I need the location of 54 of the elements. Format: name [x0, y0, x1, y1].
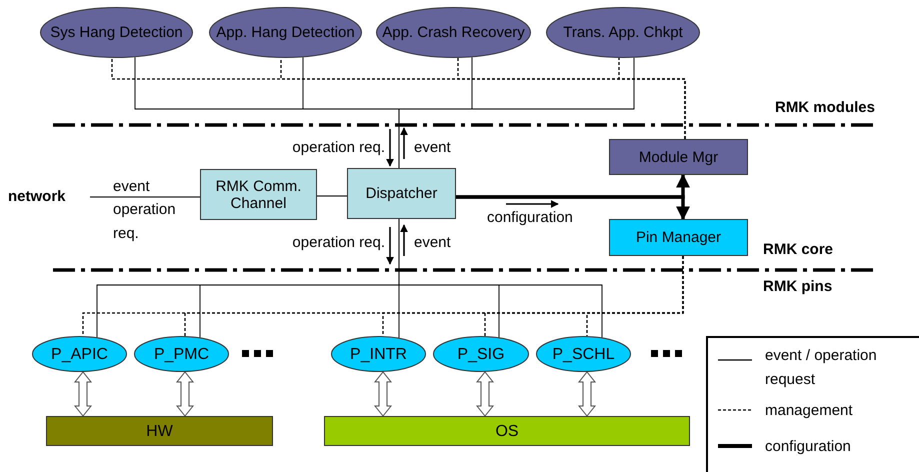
- pin-ellipse: [433, 336, 529, 372]
- connector-line: [90, 196, 200, 198]
- pin-ellipse: [331, 336, 426, 372]
- layer-label: RMK modules: [774, 99, 875, 117]
- pin-ellipse: [134, 336, 229, 372]
- module-ellipse: [546, 7, 700, 58]
- arrow: [456, 195, 690, 220]
- node-label: OS: [495, 422, 519, 440]
- node-label: P_APIC: [51, 346, 108, 362]
- connector-line: [618, 58, 686, 139]
- pin-ellipse: [536, 336, 631, 372]
- flow-label: event: [414, 139, 451, 157]
- module-ellipse: [376, 7, 531, 58]
- node-label: App. Hang Detection: [216, 24, 355, 41]
- double-arrow: [374, 371, 392, 417]
- process-box: [609, 139, 748, 175]
- double-arrow: [176, 371, 194, 417]
- pin-ellipse: [32, 336, 127, 372]
- layer-label: RMK pins: [763, 278, 832, 296]
- legend-label: event / operation request: [765, 346, 878, 390]
- process-box: [609, 219, 748, 256]
- layer-label: RMK core: [763, 241, 834, 259]
- node-label: HW: [146, 422, 173, 440]
- double-arrow: [74, 371, 92, 417]
- node-label: P_INTR: [350, 346, 407, 362]
- flow-label: event: [113, 178, 150, 196]
- process-box: [347, 168, 456, 219]
- layer-bar: [46, 416, 273, 446]
- flow-label: operation req.: [292, 234, 385, 252]
- legend-label: configuration: [765, 437, 852, 457]
- legend-label: management: [765, 401, 854, 421]
- node-label: Module Mgr: [638, 148, 718, 166]
- node-label: Dispatcher: [366, 185, 438, 202]
- node-label: P_SIG: [457, 346, 505, 362]
- connector-line: [586, 256, 684, 336]
- node-label: App. Crash Recovery: [382, 24, 525, 41]
- connector-line: [398, 218, 602, 338]
- layer-bar: [324, 416, 690, 446]
- node-label: RMK Comm. Channel: [214, 178, 302, 212]
- node-label: P_PMC: [154, 346, 210, 362]
- module-ellipse: [209, 7, 362, 58]
- network-label: network: [8, 186, 90, 206]
- flow-label: operation req.: [292, 139, 385, 157]
- node-label: P_SCHL: [552, 346, 615, 362]
- process-box: [200, 169, 317, 220]
- double-arrow: [578, 371, 596, 417]
- flow-label: operation req.: [113, 200, 177, 244]
- flow-label: configuration: [487, 209, 573, 227]
- node-label: Sys Hang Detection: [50, 24, 183, 41]
- module-ellipse: [40, 7, 193, 58]
- node-label: Trans. App. Chkpt: [563, 24, 683, 41]
- node-label: Pin Manager: [636, 229, 722, 246]
- flow-label: event: [414, 234, 451, 252]
- double-arrow: [476, 371, 494, 417]
